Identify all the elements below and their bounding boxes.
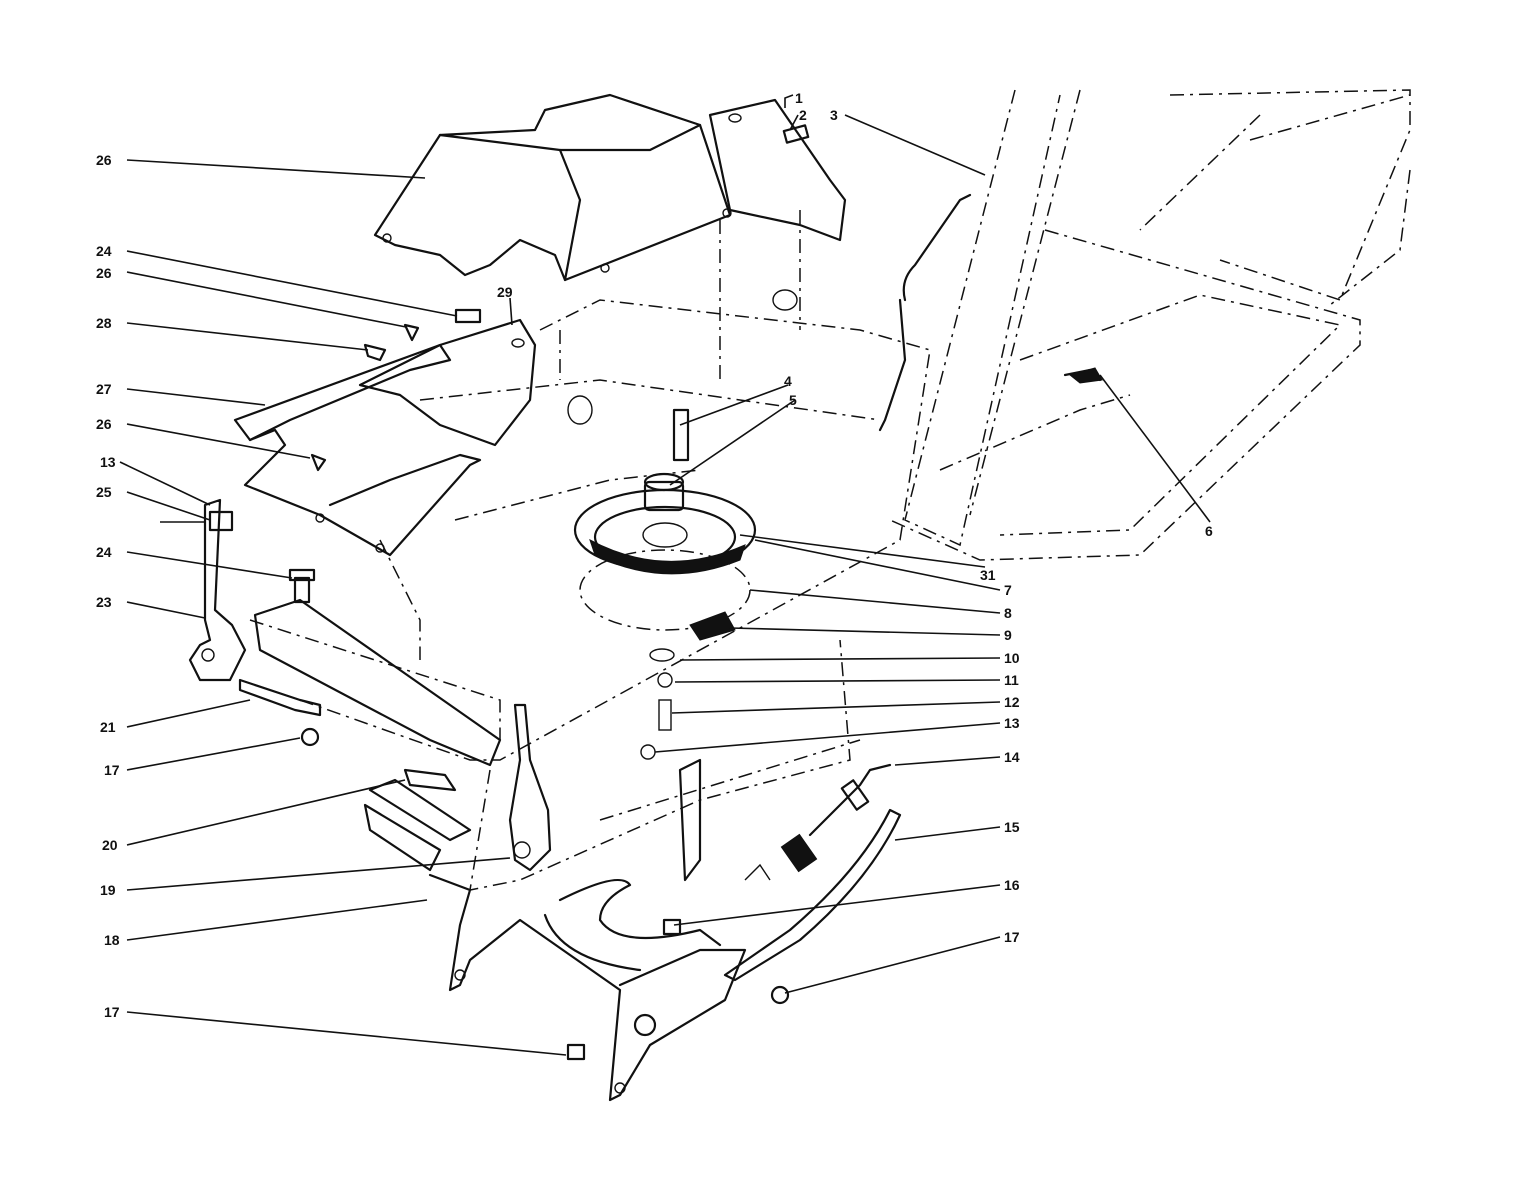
small-fasteners-top	[310, 124, 810, 472]
callout-11: 11	[1004, 672, 1019, 688]
callout-15: 15	[1004, 819, 1020, 835]
callout-7: 7	[1004, 582, 1012, 598]
chassis-frame	[878, 89, 1411, 561]
callout-27: 27	[96, 381, 112, 397]
callout-19: 18	[104, 932, 120, 948]
callout-18: 17	[104, 1004, 120, 1020]
pedal-plate-part-19	[428, 873, 747, 1102]
callout-5: 5	[789, 392, 797, 408]
callout-4: 4	[784, 373, 792, 389]
callout-14: 14	[1004, 749, 1020, 765]
callout-12: 12	[1004, 694, 1020, 710]
callout-20: 19	[100, 882, 116, 898]
shield-part-27	[233, 343, 482, 557]
callout-26-mid: 26	[96, 416, 112, 432]
callout-24-mid: 24	[96, 544, 112, 560]
callout-13-right: 13	[1004, 715, 1020, 731]
callout-25: 25	[96, 484, 112, 500]
callout-13-left: 13	[100, 454, 116, 470]
callout-9: 9	[1004, 627, 1012, 643]
callout-16: 16	[1004, 877, 1020, 893]
shield-part-29	[358, 318, 537, 447]
callout-29: 29	[497, 284, 513, 300]
callout-26-top: 26	[96, 265, 112, 281]
rod-part-15	[723, 808, 902, 982]
top-cover-part-30	[373, 93, 732, 282]
callout-labels: 26 24 26 28 27 26 13 25 24 23 21 17 20 1…	[96, 90, 1213, 1020]
callout-10: 10	[1004, 650, 1020, 666]
spring-part-14	[744, 763, 892, 881]
callout-23: 23	[96, 594, 112, 610]
leader-lines	[119, 94, 1211, 1056]
callout-24-top: 24	[96, 243, 112, 259]
left-linkage	[160, 498, 322, 747]
callout-3: 3	[830, 107, 838, 123]
bracket-part-1	[708, 98, 847, 242]
callout-22: 21	[100, 719, 116, 735]
callout-1: 1	[795, 90, 803, 106]
callout-30: 26	[96, 152, 112, 168]
callout-28: 28	[96, 315, 112, 331]
callout-8: 8	[1004, 605, 1012, 621]
front-plate	[253, 598, 502, 872]
fasteners-lower	[566, 918, 790, 1061]
callout-17-right: 17	[1004, 929, 1020, 945]
hinge-bracket	[403, 703, 702, 882]
callout-21: 20	[102, 837, 118, 853]
callout-17-left: 17	[104, 762, 120, 778]
callout-31: 31	[980, 567, 996, 583]
deck-body	[249, 210, 931, 891]
callout-2: 2	[799, 107, 807, 123]
callout-6: 6	[1205, 523, 1213, 539]
pulley-assembly	[573, 408, 757, 760]
